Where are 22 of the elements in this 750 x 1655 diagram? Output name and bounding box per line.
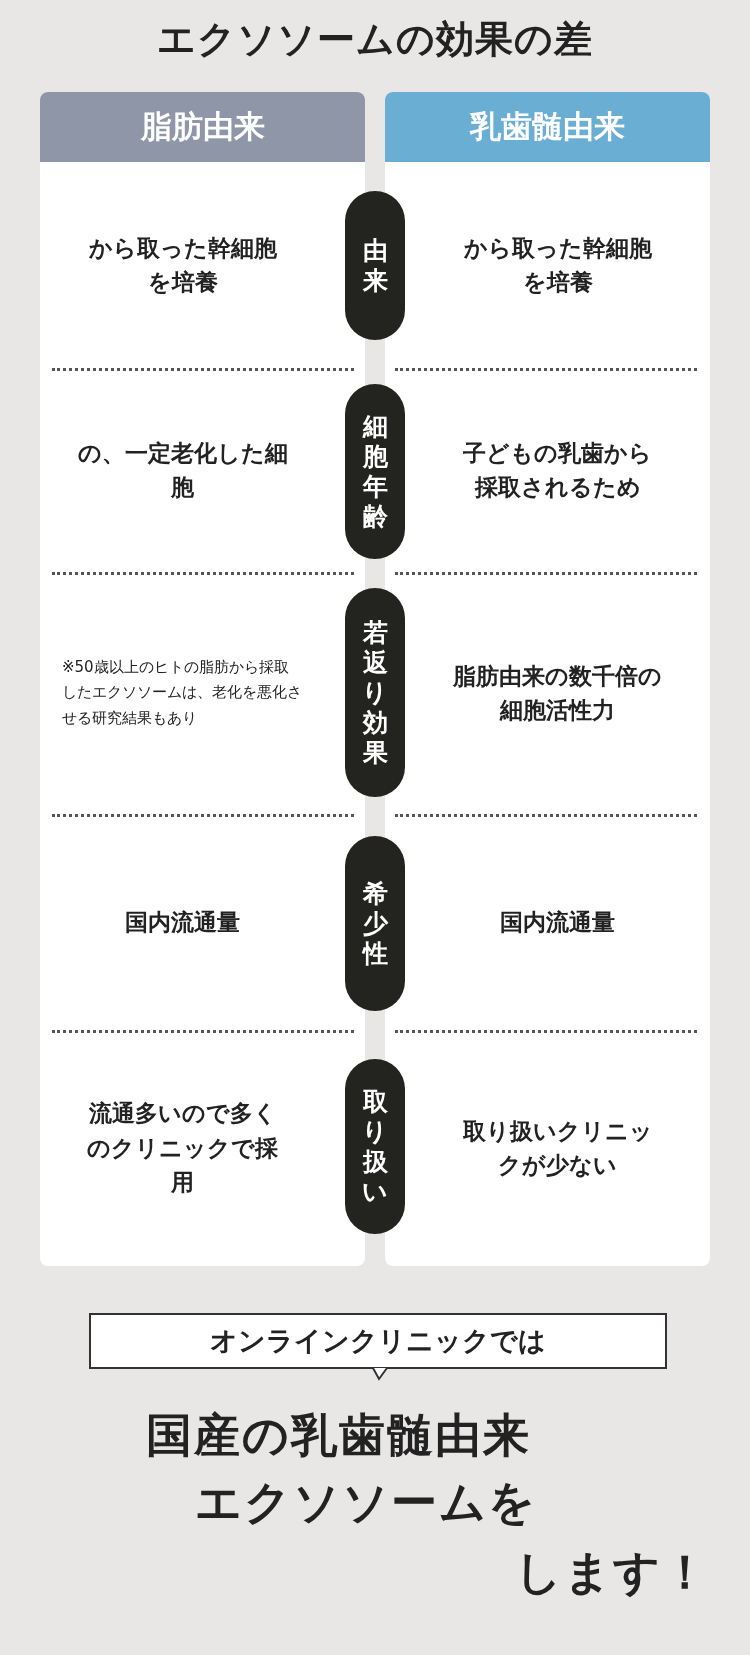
table-cell-text: 国内流通量 bbox=[124, 907, 241, 937]
table-cell-text: 子どもの乳歯から採取されるため bbox=[462, 438, 653, 502]
row-label-pill: 希少性 bbox=[345, 836, 405, 1011]
row-label-pill: 細胞年齢 bbox=[345, 384, 405, 559]
table-cell-text: 国内流通量 bbox=[499, 907, 616, 937]
column-header: 乳歯髄由来 bbox=[385, 92, 710, 162]
headline-text: 国産の乳歯髄由来 bbox=[146, 1407, 531, 1464]
headline-text: します！ bbox=[515, 1544, 710, 1601]
table-cell-text: の、一定老化した細胞 bbox=[76, 438, 289, 502]
column-header: 脂肪由来 bbox=[40, 92, 365, 162]
page-title: エクソソームの効果の差 bbox=[156, 16, 594, 63]
row-label-pill: 若返り効果 bbox=[345, 588, 405, 797]
table-cell-text: 脂肪由来の数千倍の細胞活性力 bbox=[451, 661, 663, 725]
headline-text: エクソソームを bbox=[195, 1474, 537, 1531]
row-label-pill: 由来 bbox=[345, 191, 405, 340]
row-label-pill: 取り扱い bbox=[345, 1059, 405, 1234]
table-cell-text: 取り扱いクリニックが少ない bbox=[461, 1116, 654, 1180]
table-cell-text: ※50歳以上のヒトの脂肪から採取したエクソソームは、老化を悪化させる研究結果もあり bbox=[61, 656, 303, 729]
table-cell-text: から取った幹細胞を培養 bbox=[87, 233, 278, 297]
table-cell-text: から取った幹細胞を培養 bbox=[462, 233, 653, 297]
table-cell-text: 流通多いので多くのクリニックで採用 bbox=[86, 1099, 279, 1198]
callout-box: オンラインクリニックでは bbox=[89, 1313, 667, 1369]
